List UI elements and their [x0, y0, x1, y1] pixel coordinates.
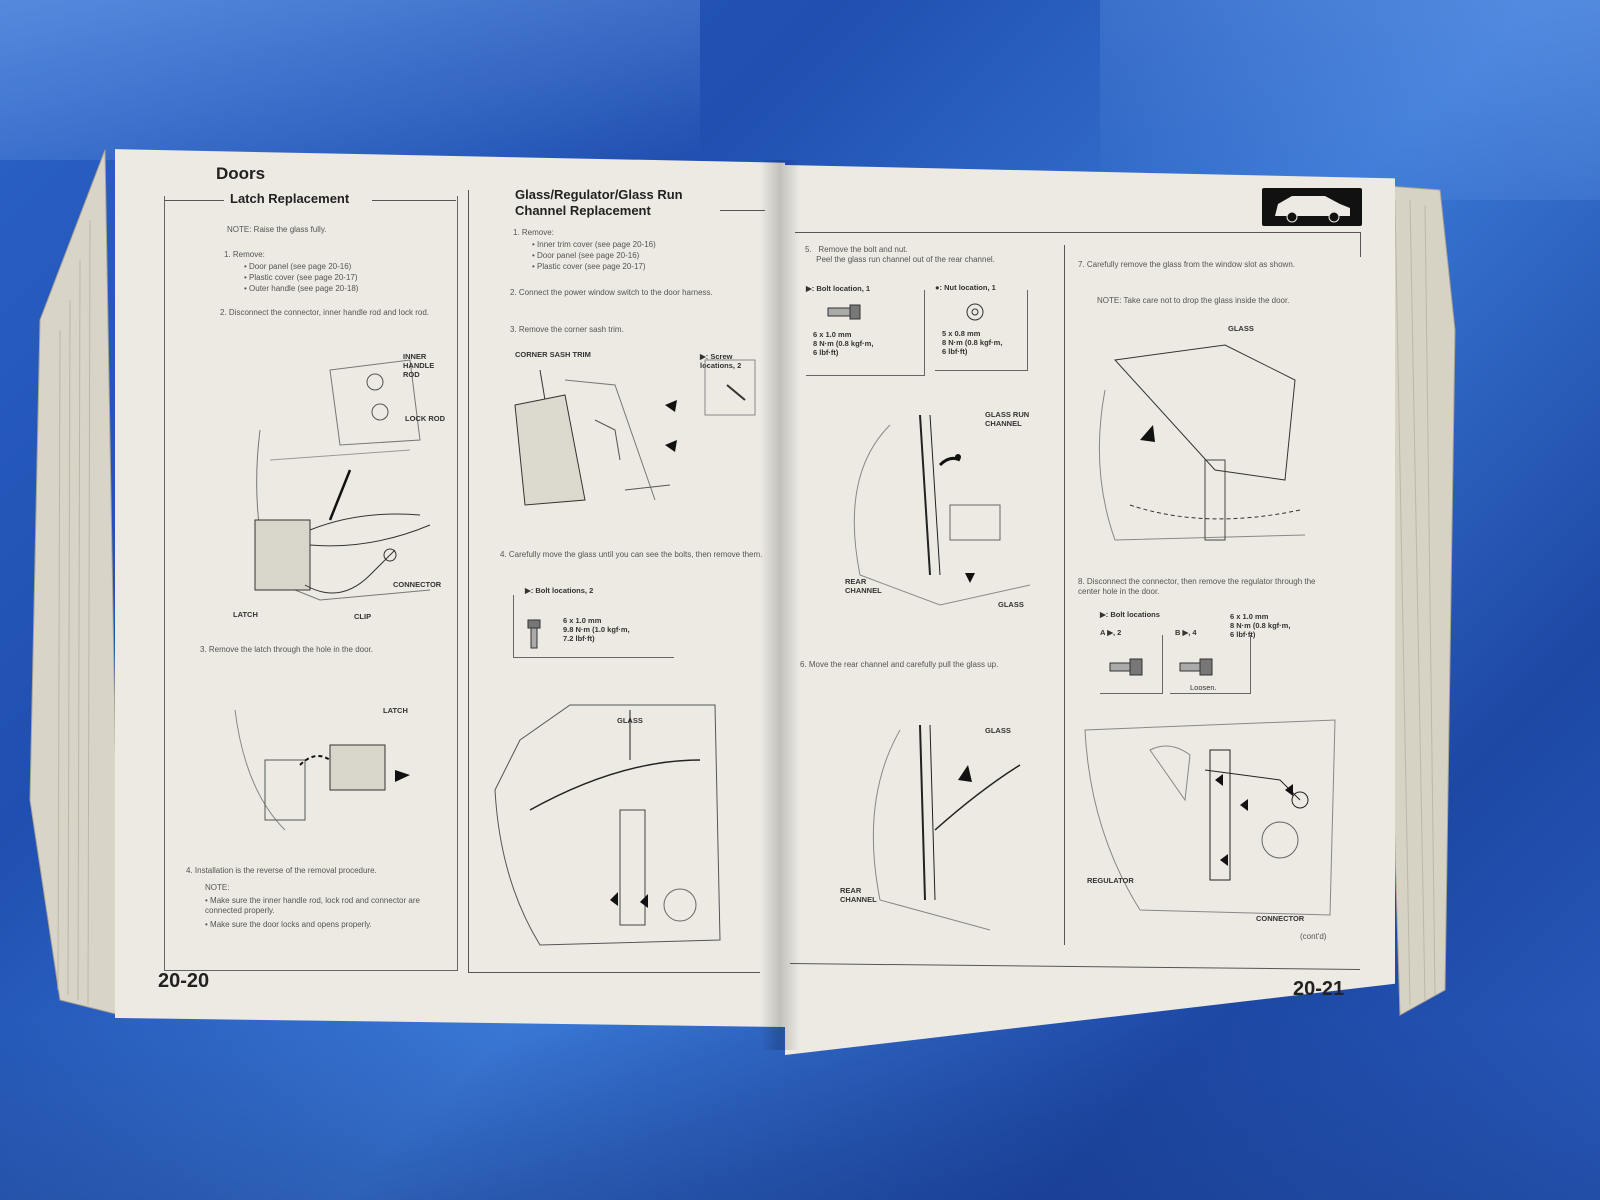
glass-step-1-item: • Door panel (see page 20-16): [532, 251, 640, 260]
glass-run-channel-illustration: [853, 414, 1031, 606]
contd: (cont'd): [1300, 932, 1327, 941]
right-column-divider: [1064, 245, 1065, 945]
latch-step-1-item-text: Outer handle (see page 20-18): [249, 284, 359, 293]
latch-step-1: 1. Remove:: [224, 250, 265, 259]
latch-heading: Latch Replacement: [230, 191, 350, 206]
label-rear-channel: REAR CHANNEL: [845, 577, 882, 595]
left-page: [115, 149, 785, 1027]
car-body-icon-glyph: [1275, 196, 1350, 223]
corner-sash-illustration: [514, 359, 756, 506]
latch-note-2-item: • Make sure the door locks and opens pro…: [205, 920, 372, 929]
glass-column-left-rule: [468, 190, 469, 972]
label-a-bolts: A ▶, 2: [1100, 628, 1122, 637]
spine-shadow: [760, 160, 800, 1050]
latch-note-2: NOTE:: [205, 883, 230, 892]
door-glass-illustration: [494, 704, 721, 946]
nut-loc-box: [935, 290, 1028, 371]
latch-illustration: [254, 359, 431, 601]
right-page: [785, 165, 1395, 1055]
label-glass-5: GLASS: [998, 600, 1024, 609]
label-inner-handle-rod: INNER HANDLE ROD: [403, 352, 435, 379]
glass-column-bottom-rule: [468, 972, 760, 973]
bolt-icon: [527, 619, 541, 649]
page-number-right: 20-21: [1293, 978, 1345, 1000]
latch-step-1-item-text: Door panel (see page 20-16): [249, 262, 352, 271]
latch-heading-rule: [164, 200, 224, 201]
step-7: 7. Carefully remove the glass from the w…: [1078, 260, 1295, 269]
latch-heading-rule: [372, 200, 456, 201]
step-6: 6. Move the rear channel and carefully p…: [800, 660, 999, 669]
latch-note-2-item: • Make sure the inner handle rod, lock r…: [205, 896, 420, 915]
spec-8: 6 x 1.0 mm 8 N·m (0.8 kgf·m, 6 lbf·ft): [1230, 612, 1291, 639]
latch-step-1-item-text: Plastic cover (see page 20-17): [249, 273, 358, 282]
glass-removal-illustration: [1098, 344, 1306, 541]
glass-step-1-item-text: Plastic cover (see page 20-17): [537, 262, 646, 271]
label-bolt-locations-2: ▶: Bolt locations, 2: [525, 586, 594, 595]
right-column-divider: [1360, 232, 1361, 257]
latch-note: NOTE: Raise the glass fully.: [227, 225, 327, 234]
label-regulator: REGULATOR: [1087, 876, 1134, 885]
label-corner-sash-trim: CORNER SASH TRIM: [515, 350, 591, 359]
latch-note-2-item-text: Make sure the door locks and opens prope…: [210, 920, 372, 929]
glass-heading-line-1: Glass/Regulator/Glass Run: [515, 187, 683, 202]
latch-note-2-item-text: Make sure the inner handle rod, lock rod…: [205, 896, 420, 915]
note-7: NOTE: Take care not to drop the glass in…: [1097, 296, 1290, 305]
label-b-bolts: B ▶, 4: [1175, 628, 1197, 637]
glass-pull-illustration: [872, 724, 1021, 931]
latch-step-1-item: • Plastic cover (see page 20-17): [244, 273, 358, 282]
glass-step-2: 2. Connect the power window switch to th…: [510, 288, 713, 297]
label-connector: CONNECTOR: [393, 580, 442, 589]
label-rear-channel-6: REAR CHANNEL: [840, 886, 877, 904]
latch-step-3: 3. Remove the latch through the hole in …: [200, 645, 374, 654]
right-top-rule: [795, 232, 1360, 233]
bolt-b-box: [1170, 635, 1251, 694]
nut-icon: [966, 303, 984, 321]
glass-step-1-item: • Inner trim cover (see page 20-16): [532, 240, 656, 249]
bolt-loc-box: [806, 290, 925, 376]
latch-step-2: 2. Disconnect the connector, inner handl…: [220, 308, 430, 317]
label-latch: LATCH: [233, 610, 258, 619]
label-glass-7: GLASS: [1228, 324, 1254, 333]
glass-step-4: 4. Carefully move the glass until you ca…: [500, 550, 763, 559]
bolt-locations-box: [513, 595, 674, 658]
label-nut-location-1: ●: Nut location, 1: [935, 283, 996, 292]
glass-step-3: 3. Remove the corner sash trim.: [510, 325, 624, 334]
bolt-a-icon: [1109, 658, 1143, 676]
glass-step-1-item: • Plastic cover (see page 20-17): [532, 262, 646, 271]
label-screw-locations: ▶: Screw locations, 2: [700, 352, 742, 370]
nut-spec-5: 5 x 0.8 mm 8 N·m (0.8 kgf·m, 6 lbf·ft): [942, 329, 1003, 356]
regulator-illustration: [1084, 719, 1336, 916]
latch-removal-illustration: [234, 709, 410, 831]
label-bolt-location-1: ▶: Bolt location, 1: [806, 284, 871, 293]
latch-step-1-item: • Outer handle (see page 20-18): [244, 284, 359, 293]
label-glass-6: GLASS: [985, 726, 1011, 735]
label-latch-2: LATCH: [383, 706, 408, 715]
label-glass-run-channel: GLASS RUN CHANNEL: [985, 410, 1030, 428]
page-number-left: 20-20: [158, 970, 210, 992]
latch-step-1-item: • Door panel (see page 20-16): [244, 262, 352, 271]
step-8: 8. Disconnect the connector, then remove…: [1078, 577, 1316, 596]
label-lock-rod: LOCK ROD: [405, 414, 445, 423]
glass-step-1-item-text: Door panel (see page 20-16): [537, 251, 640, 260]
label-connector-8: CONNECTOR: [1256, 914, 1305, 923]
label-loosen: Loosen.: [1190, 683, 1217, 692]
glass-heading-line-2: Channel Replacement: [515, 203, 651, 218]
glass-heading-rule: [720, 210, 765, 211]
label-bolt-locations: ▶: Bolt locations: [1100, 610, 1160, 619]
bolt-b-icon: [1179, 658, 1213, 676]
latch-step-4: 4. Installation is the reverse of the re…: [186, 866, 377, 875]
bolt-spec-5: 6 x 1.0 mm 8 N·m (0.8 kgf·m, 6 lbf·ft): [813, 330, 874, 357]
bolt-spec: 6 x 1.0 mm 9.8 N·m (1.0 kgf·m, 7.2 lbf·f…: [563, 616, 630, 643]
latch-column-frame: [164, 196, 458, 971]
glass-step-1: 1. Remove:: [513, 228, 554, 237]
label-clip: CLIP: [354, 612, 372, 621]
bolt-icon: [827, 304, 861, 320]
glass-step-1-item-text: Inner trim cover (see page 20-16): [537, 240, 656, 249]
bolt-a-box: [1100, 635, 1163, 694]
section-title: Doors: [216, 164, 266, 183]
step-5: 5. Remove the bolt and nut. Peel the gla…: [805, 245, 995, 264]
